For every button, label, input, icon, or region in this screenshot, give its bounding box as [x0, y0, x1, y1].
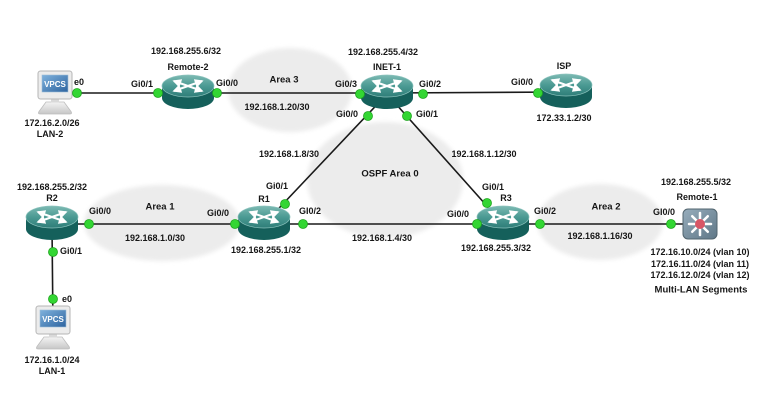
remote1-name-label: Remote-1	[676, 192, 718, 202]
lan1-ip-label: 172.16.1.0/24	[24, 355, 80, 365]
router-r3-icon[interactable]	[476, 203, 530, 243]
area1-label: Area 1	[145, 201, 175, 213]
remote2-port-gi01-label: Gi0/1	[130, 79, 154, 89]
lan2-name-label: LAN-2	[36, 129, 64, 139]
router-r1-icon[interactable]	[237, 203, 291, 243]
remote1-vlan12-label: 172.16.12.0/24 (vlan 12)	[650, 270, 750, 280]
inet1-name-label: INET-1	[372, 62, 402, 72]
r2-port-gi01-label: Gi0/1	[59, 246, 83, 256]
r2-loopback-label: 192.168.255.2/32	[16, 182, 88, 192]
remote1-loopback-label: 192.168.255.5/32	[660, 177, 732, 187]
remote1-vlan11-label: 172.16.11.0/24 (vlan 11)	[650, 259, 750, 269]
area2-label: Area 2	[591, 201, 621, 213]
r1-loopback-label: 192.168.255.1/32	[230, 245, 302, 255]
subnet-1-8-label: 192.168.1.8/30	[258, 149, 320, 159]
subnet-1-0-label: 192.168.1.0/30	[124, 233, 186, 243]
area3-shape	[228, 48, 352, 132]
vpcs-screen-text: VPCS	[42, 315, 64, 324]
lan2-port-label: e0	[73, 77, 85, 87]
subnet-1-4-label: 192.168.1.4/30	[351, 233, 413, 243]
inet1-port-gi00-label: Gi0/0	[335, 109, 359, 119]
r1-port-gi00-label: Gi0/0	[206, 208, 230, 218]
isp-name-label: ISP	[556, 61, 572, 71]
ospf-area-shapes	[84, 48, 663, 261]
subnet-1-20-label: 192.168.1.20/30	[244, 102, 310, 112]
isp-ip-label: 172.33.1.2/30	[536, 113, 592, 123]
r3-port-gi02-label: Gi0/2	[533, 206, 557, 216]
inet1-port-gi02-label: Gi0/2	[418, 79, 442, 89]
remote2-loopback-label: 192.168.255.6/32	[150, 46, 222, 56]
router-remote2-icon[interactable]	[161, 72, 215, 112]
area0-shape	[307, 122, 463, 238]
lan2-ip-label: 172.16.2.0/26	[24, 118, 80, 128]
lan1-name-label: LAN-1	[38, 366, 66, 376]
remote1-port-gi00-label: GI0/0	[652, 207, 676, 217]
isp-port-gi00-label: Gi0/0	[510, 77, 534, 87]
area0-label: OSPF Area 0	[361, 168, 419, 180]
area2-shape	[537, 184, 663, 260]
r1-name-label: R1	[258, 194, 270, 204]
inet1-loopback-label: 192.168.255.4/32	[347, 47, 419, 57]
area3-label: Area 3	[269, 74, 299, 86]
subnet-1-16-label: 192.168.1.16/30	[567, 231, 633, 241]
router-isp-icon[interactable]	[539, 71, 593, 111]
switch-remote1-icon[interactable]	[681, 206, 719, 242]
remote1-vlan10-label: 172.16.10.0/24 (vlan 10)	[650, 247, 750, 257]
subnet-1-12-label: 192.168.1.12/30	[451, 149, 517, 159]
pc-lan1-icon[interactable]: VPCS	[29, 305, 77, 351]
inet1-port-gi03-label: Gi0/3	[334, 79, 358, 89]
pc-lan2-icon[interactable]: VPCS	[31, 70, 79, 116]
r3-port-gi00-label: Gi0/0	[446, 209, 470, 219]
r3-name-label: R3	[500, 193, 512, 203]
remote2-port-gi00-label: Gi0/0	[215, 78, 239, 88]
remote2-name-label: Remote-2	[167, 62, 209, 72]
r1-port-gi01-label: Gi0/1	[265, 181, 289, 191]
vpcs-screen-text: VPCS	[44, 80, 66, 89]
r1-port-gi02-label: GI0/2	[298, 206, 322, 216]
r3-port-gi01-label: Gi0/1	[481, 182, 505, 192]
area1-shape	[84, 185, 240, 261]
r2-port-gi00-label: Gi0/0	[88, 206, 112, 216]
router-inet1-icon[interactable]	[360, 72, 414, 112]
r3-loopback-label: 192.168.255.3/32	[460, 243, 532, 253]
r2-name-label: R2	[46, 193, 58, 203]
multi-lan-caption: Multi-LAN Segments	[654, 284, 748, 296]
router-r2-icon[interactable]	[25, 203, 79, 243]
inet1-port-gi01-label: Gi0/1	[415, 109, 439, 119]
lan1-port-label: e0	[61, 294, 73, 304]
